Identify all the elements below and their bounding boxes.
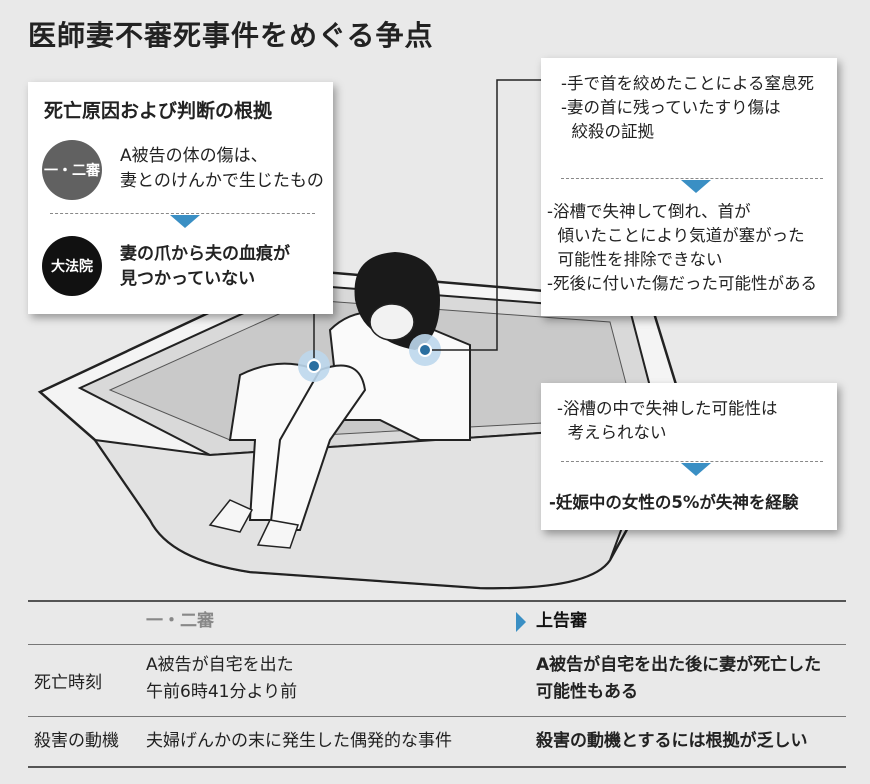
row-motive-appeal: 殺害の動機とするには根拠が乏しい	[536, 731, 808, 751]
neck-bottom-line-2: 傾いたことにより気道が塞がった	[547, 226, 805, 245]
lower-court-badge: 一・二審	[42, 140, 102, 200]
row-time-lower: A被告が自宅を出た 午前6時41分より前	[146, 652, 297, 706]
time-lower-line-1: A被告が自宅を出た	[146, 655, 294, 675]
faint-bottom-line: -妊娠中の女性の5%が失神を経験	[549, 493, 799, 512]
time-appeal-line-2: 可能性もある	[536, 682, 638, 702]
fainting-card: -浴槽の中で失神した可能性は 考えられない -妊娠中の女性の5%が失神を経験	[541, 383, 837, 530]
faint-top-line-1: -浴槽の中で失神した可能性は	[557, 399, 778, 418]
cause-card-title: 死亡原因および判断の根拠	[44, 100, 273, 122]
bathtub-illustration	[37, 79, 692, 590]
faint-top-line-2: 考えられない	[557, 423, 667, 442]
supreme-court-text: 妻の爪から夫の血痕が 見つかっていない	[120, 242, 290, 292]
down-arrow-icon	[681, 180, 711, 193]
table-rule	[28, 766, 846, 768]
col-header-lower: 一・二審	[146, 611, 214, 631]
neck-top-line-1: -手で首を絞めたことによる窒息死	[561, 74, 814, 93]
row-time-appeal: A被告が自宅を出た後に妻が死亡した 可能性もある	[536, 652, 821, 706]
divider	[561, 178, 823, 179]
table-rule	[28, 600, 846, 602]
arrow-right-icon	[516, 612, 526, 632]
lower-court-text: A被告の体の傷は、 妻とのけんかで生じたもの	[120, 144, 324, 194]
table-rule	[28, 644, 846, 645]
page-title: 医師妻不審死事件をめぐる争点	[28, 19, 434, 52]
supreme-court-badge: 大法院	[42, 236, 102, 296]
down-arrow-icon	[170, 215, 200, 228]
neck-bottom-line-4: -死後に付いた傷だった可能性がある	[547, 274, 817, 293]
cause-of-death-card: 死亡原因および判断の根拠 一・二審 A被告の体の傷は、 妻とのけんかで生じたもの…	[28, 82, 333, 314]
neck-bottom-line-3: 可能性を排除できない	[547, 250, 723, 269]
down-arrow-icon	[681, 463, 711, 476]
neck-bottom-line-1: -浴槽で失神して倒れ、首が	[547, 202, 751, 221]
supreme-line-1: 妻の爪から夫の血痕が	[120, 244, 290, 264]
row-motive-lower: 夫婦げんかの末に発生した偶発的な事件	[146, 731, 452, 751]
lower-court-line-1: A被告の体の傷は、	[120, 146, 268, 166]
table-rule	[28, 716, 846, 717]
neck-injury-card: -手で首を絞めたことによる窒息死 -妻の首に残っていたすり傷は 絞殺の証拠 -浴…	[541, 58, 837, 316]
row-label-time: 死亡時刻	[34, 673, 102, 693]
row-label-motive: 殺害の動機	[34, 731, 119, 751]
time-lower-line-2: 午前6時41分より前	[146, 682, 298, 702]
supreme-line-2: 見つかっていない	[120, 269, 256, 289]
lower-court-line-2: 妻とのけんかで生じたもの	[120, 171, 324, 191]
time-appeal-line-1: A被告が自宅を出た後に妻が死亡した	[536, 655, 822, 675]
divider	[561, 461, 823, 462]
divider	[50, 213, 315, 214]
col-header-appeal: 上告審	[536, 611, 587, 631]
neck-top-line-2: -妻の首に残っていたすり傷は	[561, 98, 781, 117]
neck-top-line-3: 絞殺の証拠	[561, 122, 654, 141]
